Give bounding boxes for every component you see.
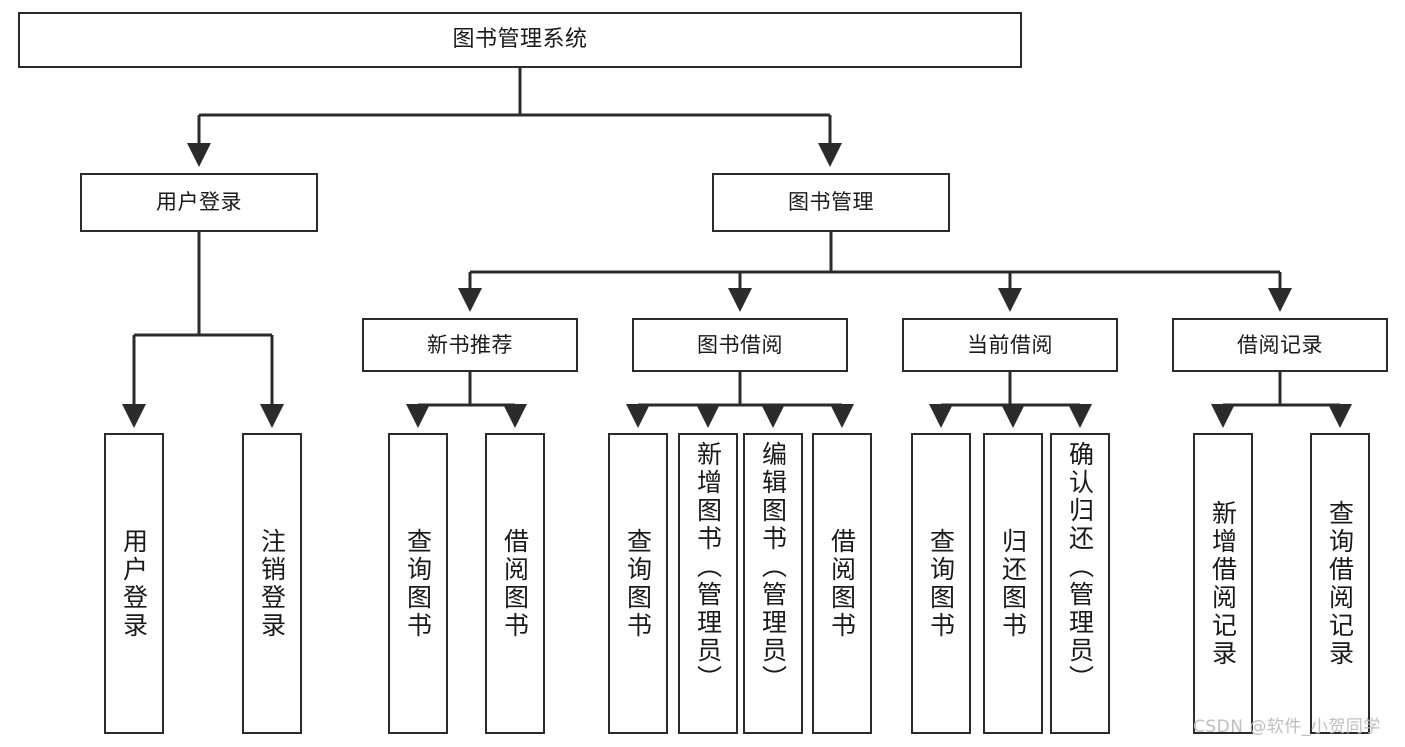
node-leaf-confirm-return-label: 确认归还（管理员） xyxy=(1065,441,1095,693)
node-borrow-record-label: 借阅记录 xyxy=(1237,332,1323,357)
node-leaf-query-record-label: 查询借阅记录 xyxy=(1325,499,1355,668)
node-leaf-query-book-current-label: 查询图书 xyxy=(926,527,956,640)
node-leaf-user-logout[interactable]: 注销登录 xyxy=(242,433,302,734)
node-leaf-query-book-borrow-label: 查询图书 xyxy=(623,527,653,640)
node-leaf-borrow-book-recommend[interactable]: 借阅图书 xyxy=(485,433,545,734)
watermark: CSDN @软件_小贺同学 xyxy=(1193,717,1381,737)
node-leaf-confirm-return[interactable]: 确认归还（管理员） xyxy=(1050,433,1110,734)
node-book-borrow-label: 图书借阅 xyxy=(697,332,783,357)
node-user-login-label: 用户登录 xyxy=(156,190,242,215)
node-leaf-user-login-label: 用户登录 xyxy=(119,527,149,640)
node-root-label: 图书管理系统 xyxy=(452,27,588,53)
node-leaf-add-record[interactable]: 新增借阅记录 xyxy=(1193,433,1253,734)
node-new-book-recommend[interactable]: 新书推荐 xyxy=(362,318,578,372)
node-leaf-user-logout-label: 注销登录 xyxy=(257,527,287,640)
node-leaf-query-book-recommend-label: 查询图书 xyxy=(403,527,433,640)
node-leaf-add-book-label: 新增图书（管理员） xyxy=(693,441,723,693)
node-current-borrow[interactable]: 当前借阅 xyxy=(902,318,1118,372)
node-book-borrow[interactable]: 图书借阅 xyxy=(632,318,848,372)
node-leaf-return-book-label: 归还图书 xyxy=(998,527,1028,640)
node-leaf-borrow-book-recommend-label: 借阅图书 xyxy=(500,527,530,640)
node-leaf-add-record-label: 新增借阅记录 xyxy=(1208,499,1238,668)
node-current-borrow-label: 当前借阅 xyxy=(967,332,1053,357)
node-leaf-query-book-recommend[interactable]: 查询图书 xyxy=(388,433,448,734)
node-book-manage[interactable]: 图书管理 xyxy=(712,173,950,232)
node-leaf-borrow-book[interactable]: 借阅图书 xyxy=(812,433,872,734)
node-leaf-query-book-borrow[interactable]: 查询图书 xyxy=(608,433,668,734)
node-leaf-return-book[interactable]: 归还图书 xyxy=(983,433,1043,734)
node-leaf-edit-book[interactable]: 编辑图书（管理员） xyxy=(743,433,803,734)
node-leaf-query-record[interactable]: 查询借阅记录 xyxy=(1310,433,1370,734)
node-new-book-recommend-label: 新书推荐 xyxy=(427,332,513,357)
node-leaf-borrow-book-label: 借阅图书 xyxy=(827,527,857,640)
node-book-manage-label: 图书管理 xyxy=(788,190,874,215)
node-leaf-edit-book-label: 编辑图书（管理员） xyxy=(758,441,788,693)
node-leaf-add-book[interactable]: 新增图书（管理员） xyxy=(678,433,738,734)
node-borrow-record[interactable]: 借阅记录 xyxy=(1172,318,1388,372)
node-leaf-query-book-current[interactable]: 查询图书 xyxy=(911,433,971,734)
node-user-login[interactable]: 用户登录 xyxy=(80,173,318,232)
node-root[interactable]: 图书管理系统 xyxy=(18,12,1022,68)
node-leaf-user-login[interactable]: 用户登录 xyxy=(104,433,164,734)
